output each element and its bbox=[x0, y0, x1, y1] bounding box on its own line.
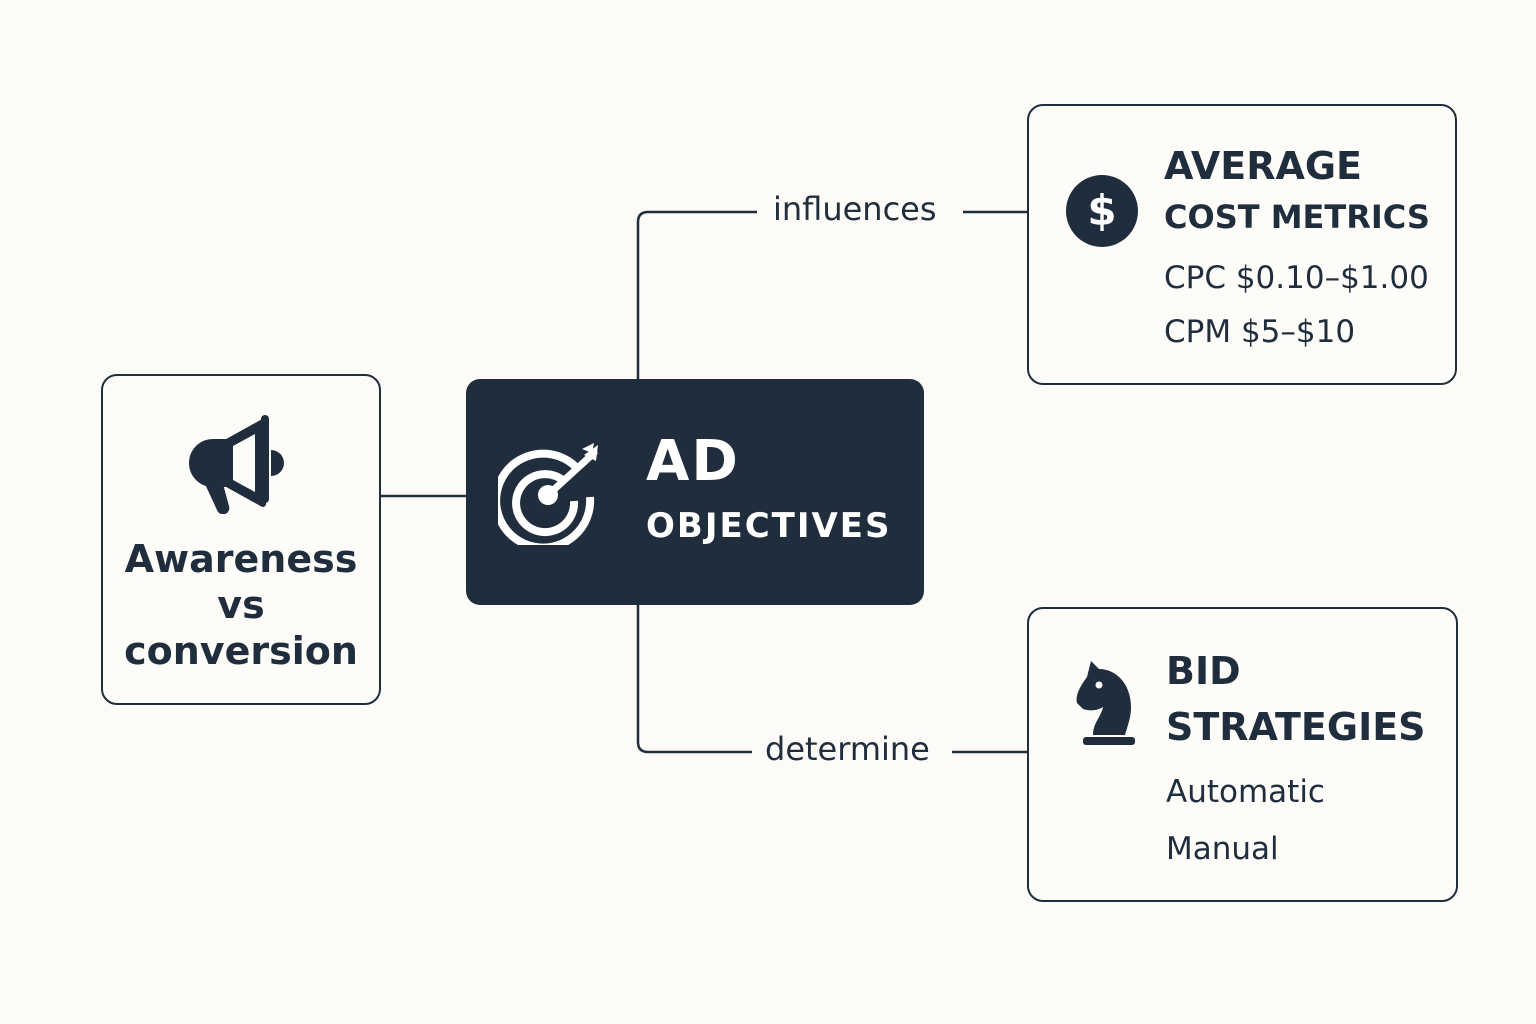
left-line-1: Awareness bbox=[124, 537, 358, 581]
top-item-cpc: CPC $0.10–$1.00 bbox=[1164, 260, 1429, 296]
center-subtitle: OBJECTIVES bbox=[646, 506, 892, 546]
edge-label-influences: influences bbox=[767, 190, 943, 228]
bottom-title-line-1: BID bbox=[1166, 649, 1241, 693]
svg-text:$: $ bbox=[1087, 186, 1116, 235]
connector-center-bottom bbox=[636, 605, 1027, 754]
left-line-3: conversion bbox=[124, 629, 358, 673]
top-title-line-2: COST METRICS bbox=[1164, 198, 1430, 236]
bottom-title-line-2: STRATEGIES bbox=[1166, 705, 1426, 749]
top-title-line-1: AVERAGE bbox=[1164, 144, 1363, 188]
ad-objectives-node: AD OBJECTIVES bbox=[466, 379, 924, 605]
bid-strategies-node: BID STRATEGIES Automatic Manual bbox=[1027, 607, 1458, 902]
edge-label-determine: determine bbox=[759, 730, 936, 768]
awareness-vs-conversion-node: Awareness vs conversion bbox=[101, 374, 381, 705]
left-line-2: vs bbox=[217, 583, 265, 627]
center-title: AD bbox=[646, 429, 740, 494]
connector-center-top bbox=[636, 210, 1027, 379]
average-cost-metrics-node: $ AVERAGE COST METRICS CPC $0.10–$1.00 C… bbox=[1027, 104, 1457, 385]
chess-knight-icon bbox=[1076, 661, 1135, 745]
awareness-vs-conversion-label: Awareness vs conversion bbox=[103, 536, 379, 674]
dollar-circle-icon: $ bbox=[1066, 175, 1138, 247]
megaphone-icon bbox=[189, 415, 284, 514]
target-arrow-icon bbox=[498, 443, 598, 545]
bottom-item-manual: Manual bbox=[1166, 831, 1279, 867]
bottom-item-automatic: Automatic bbox=[1166, 774, 1325, 810]
top-item-cpm: CPM $5–$10 bbox=[1164, 314, 1356, 350]
